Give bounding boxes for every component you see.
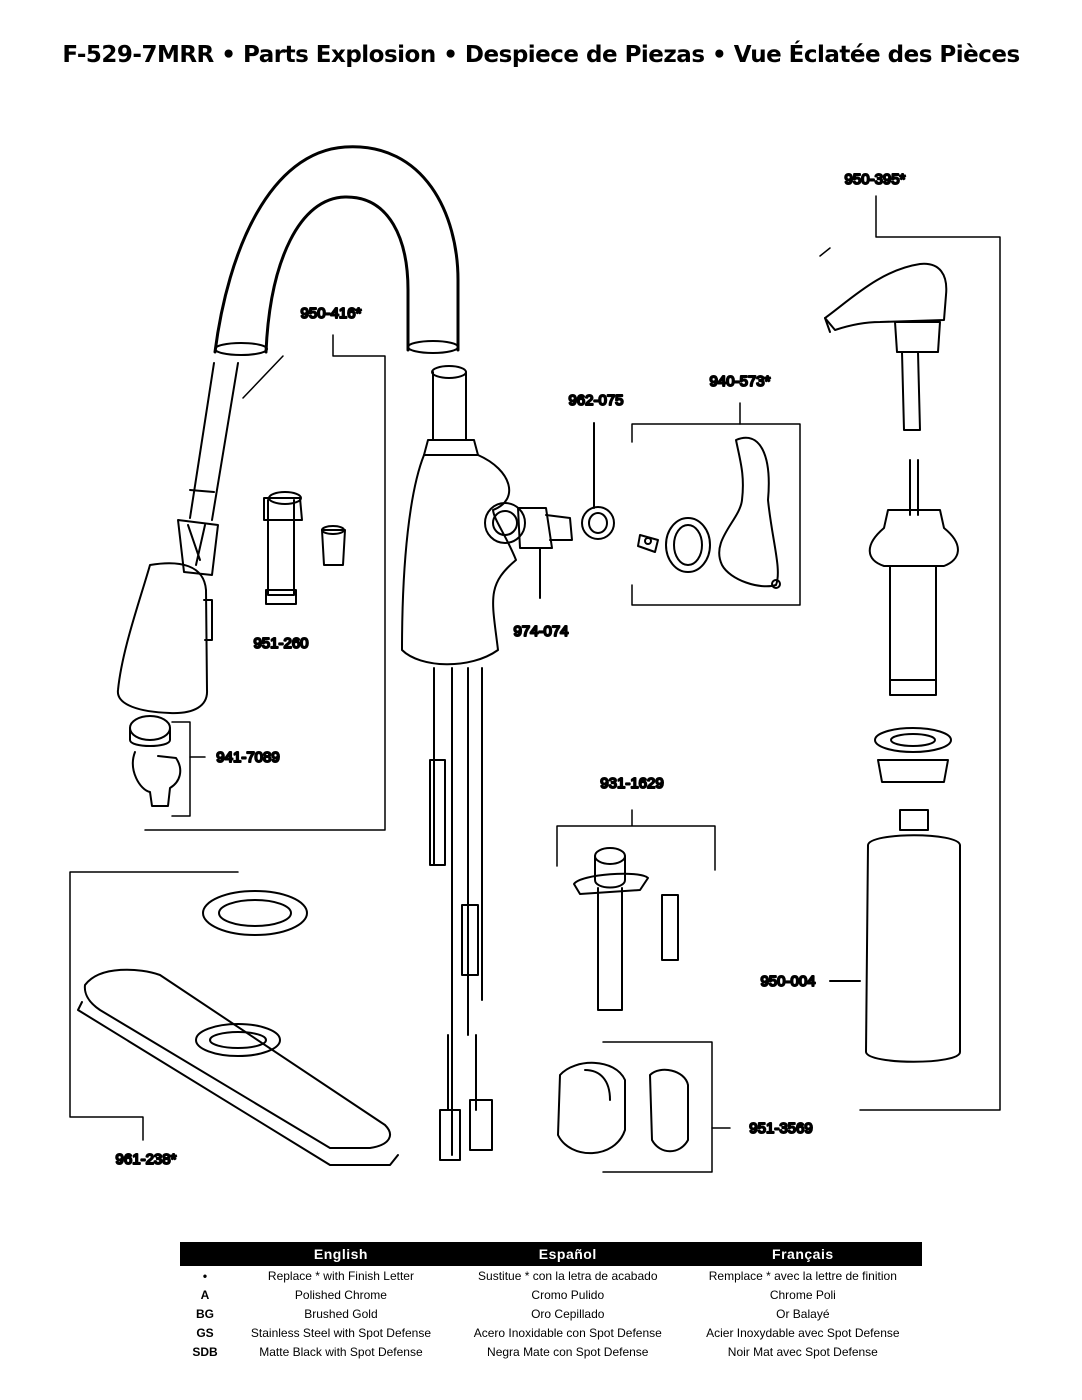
faucet-body-drawing [401,365,526,1161]
finish-espanol: Oro Cepillado [531,1306,605,1321]
finish-english: Stainless Steel with Spot Defense [250,1325,431,1340]
bracket-941-7089 [171,721,206,817]
finish-table-header-francais: Français [683,1242,922,1266]
table-row: BG Brushed Gold Oro Cepillado Or Balayé [180,1304,922,1323]
spout-drawing [213,145,460,356]
finish-francais: Or Balayé [776,1306,830,1321]
finish-francais: Acier Inoxydable avec Spot Defense [706,1325,900,1340]
finish-espanol: Sustitue * con la letra de acabado [478,1268,658,1283]
part-label-951-3569: 951-3569 [749,1120,812,1137]
finish-espanol: Negra Mate con Spot Defense [487,1344,649,1359]
part-label-931-1629: 931-1629 [600,775,663,792]
tool-931-1629-drawing [556,809,716,1011]
finish-table-header-espanol: Español [451,1242,684,1266]
table-row: A Polished Chrome Cromo Pulido Chrome Po… [180,1285,922,1304]
finish-espanol: Acero Inoxidable con Spot Defense [473,1325,662,1340]
finish-code: SDB [192,1344,218,1359]
part-label-940-573: 940-573* [710,373,771,390]
table-row: SDB Matte Black with Spot Defense Negra … [180,1342,922,1361]
part-label-950-395: 950-395* [845,171,906,188]
part-label-950-004: 950-004 [760,973,815,990]
finish-table-header-row: English Español Français [180,1242,922,1266]
finish-english: Brushed Gold [304,1306,378,1321]
handle-940-573-drawing [631,402,801,606]
finish-english: Polished Chrome [294,1287,387,1302]
finish-code: GS [196,1325,214,1340]
finish-code: A [200,1287,210,1302]
finish-english: Matte Black with Spot Defense [259,1344,423,1359]
finish-francais: Remplace * avec la lettre de finition [708,1268,897,1283]
finish-english: Replace * with Finish Letter [267,1268,414,1283]
finish-francais: Chrome Poli [769,1287,836,1302]
table-row: • Replace * with Finish Letter Sustitue … [180,1266,922,1285]
part-label-951-260: 951-260 [253,635,308,652]
part-label-974-074: 974-074 [513,623,568,640]
spray-head-drawing [116,362,239,807]
cartridge-974-074-drawing [517,422,615,599]
part-label-961-238: 961-238* [116,1151,177,1168]
diverter-951-260-drawing [263,491,346,605]
parts-explosion-diagram: 950-395* 950-416* 962-075 940-573* 951-2… [69,145,1001,1173]
finish-code: • [202,1268,208,1283]
finish-table-header-english: English [230,1242,452,1266]
part-label-962-075: 962-075 [568,392,623,409]
finish-table: English Español Français • Replace * wit… [180,1242,922,1361]
part-label-941-7089: 941-7089 [216,749,279,766]
part-label-950-416: 950-416* [301,305,362,322]
finish-francais: Noir Mat avec Spot Defense [727,1344,878,1359]
finish-table-header-code [180,1242,230,1266]
finish-espanol: Cromo Pulido [531,1287,605,1302]
soap-dispenser-drawing [819,195,1001,1111]
finish-code: BG [196,1306,214,1321]
clip-951-3569-drawing [557,1041,731,1173]
page-title: F-529-7MRR • Parts Explosion • Despiece … [62,42,1020,68]
table-row: GS Stainless Steel with Spot Defense Ace… [180,1323,922,1342]
bracket-950-416 [144,334,386,831]
deckplate-961-238-drawing [69,871,399,1166]
